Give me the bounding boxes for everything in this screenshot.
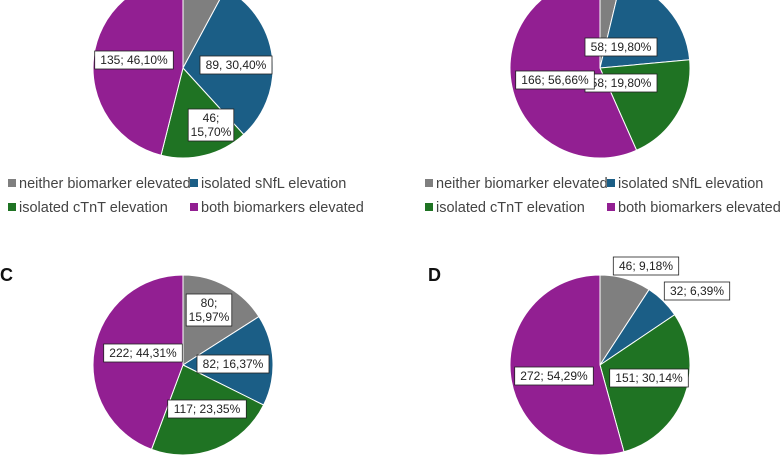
- svg-text:58; 19,80%: 58; 19,80%: [591, 76, 652, 90]
- data-label-cTnT: 58; 19,80%: [584, 73, 658, 93]
- legend-swatch-cTnT: [425, 203, 433, 211]
- pie-slice-both: [92, 0, 184, 156]
- svg-text:89, 30,40%: 89, 30,40%: [206, 58, 267, 72]
- svg-text:80;: 80;: [201, 296, 218, 310]
- svg-text:82; 16,37%: 82; 16,37%: [203, 357, 264, 371]
- legend-swatch-sNfL: [607, 179, 615, 187]
- pie-chart-2: 58; 19,80%58; 19,80%166; 56,66%: [509, 0, 691, 159]
- legend-label-both: both biomarkers elevated: [618, 200, 780, 216]
- legend-swatch-sNfL: [190, 179, 198, 187]
- data-label-sNfL: 89, 30,40%: [199, 55, 273, 75]
- svg-text:151; 30,14%: 151; 30,14%: [615, 371, 683, 385]
- legend-swatch-neither: [425, 179, 433, 187]
- data-label-both: 222; 44,31%: [103, 343, 183, 363]
- data-label-neither: 46; 9,18%: [612, 256, 680, 276]
- data-label-sNfL: 32; 6,39%: [663, 281, 731, 301]
- legend-1: neither biomarker elevated isolated sNfL …: [8, 176, 364, 216]
- svg-text:117; 23,35%: 117; 23,35%: [174, 402, 241, 416]
- pie-slice-neither: [599, 0, 617, 69]
- svg-text:46; 9,18%: 46; 9,18%: [619, 259, 673, 273]
- legend-swatch-cTnT: [8, 203, 16, 211]
- legend-label-cTnT: isolated cTnT elevation: [19, 200, 168, 216]
- svg-text:32; 6,39%: 32; 6,39%: [670, 284, 724, 298]
- legend-label-both: both biomarkers elevated: [201, 200, 364, 216]
- legend-label-sNfL: isolated sNfL elevation: [618, 176, 763, 192]
- svg-text:46;: 46;: [203, 111, 220, 125]
- svg-text:15,97%: 15,97%: [189, 310, 230, 324]
- pie-chart-3: 80;15,97% 82; 16,37% 117; 23,35% 222; 44,31…: [0, 265, 274, 456]
- svg-text:58; 19,80%: 58; 19,80%: [591, 40, 652, 54]
- panel-letter: D: [428, 265, 441, 285]
- legend-label-cTnT: isolated cTnT elevation: [436, 200, 585, 216]
- svg-text:135; 46,10%: 135; 46,10%: [100, 53, 168, 67]
- pie-chart-4: 46; 9,18% 32; 6,39% 151; 30,14% 272; 54,29%…: [428, 256, 731, 456]
- legend-label-neither: neither biomarker elevated: [436, 176, 608, 192]
- panel-letter: C: [0, 265, 13, 285]
- svg-text:166; 56,66%: 166; 56,66%: [521, 73, 589, 87]
- data-label-cTnT: 46;15,70%: [187, 108, 235, 142]
- data-label-cTnT: 117; 23,35%: [167, 399, 247, 419]
- data-label-cTnT: 151; 30,14%: [609, 368, 689, 388]
- pie-chart-1: 89, 30,40% 46;15,70% 135; 46,10%: [92, 0, 274, 159]
- pie-slice-both: [509, 274, 625, 456]
- svg-text:222; 44,31%: 222; 44,31%: [109, 346, 177, 360]
- data-label-both: 135; 46,10%: [94, 50, 174, 70]
- pie-slice-neither: [182, 0, 221, 69]
- legend-label-sNfL: isolated sNfL elevation: [201, 176, 346, 192]
- data-label-sNfL: 82; 16,37%: [196, 354, 270, 374]
- legend-swatch-neither: [8, 179, 16, 187]
- legend-swatch-both: [190, 203, 198, 211]
- svg-text:15,70%: 15,70%: [191, 125, 232, 139]
- data-label-both: 166; 56,66%: [515, 70, 595, 90]
- data-label-sNfL: 58; 19,80%: [584, 37, 658, 57]
- legend-swatch-both: [607, 203, 615, 211]
- data-label-both: 272; 54,29%: [514, 366, 594, 386]
- svg-text:272; 54,29%: 272; 54,29%: [520, 369, 588, 383]
- pie-slice-sNfL: [599, 0, 691, 69]
- legend-label-neither: neither biomarker elevated: [19, 176, 191, 192]
- data-label-neither: 80;15,97%: [185, 293, 233, 327]
- legend-2: neither biomarker elevated isolated sNfL …: [425, 176, 780, 216]
